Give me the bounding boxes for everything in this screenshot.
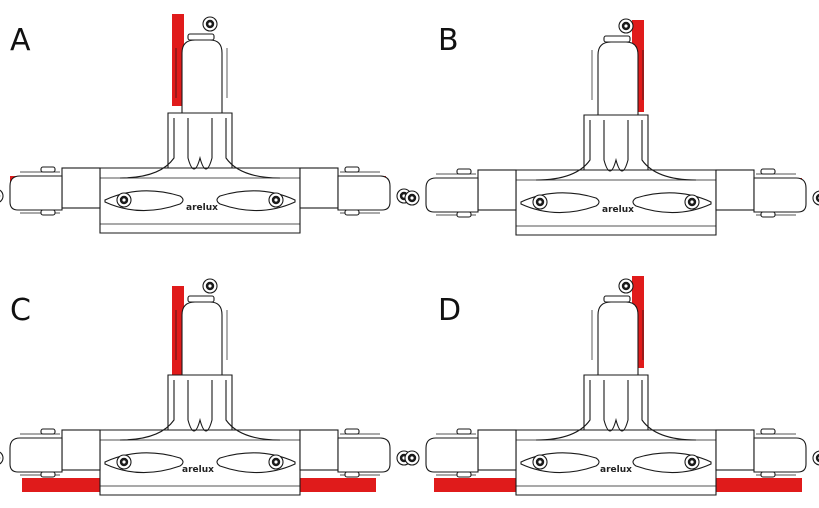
panel-c: C arelux xyxy=(0,279,411,495)
panel-label-b: B xyxy=(438,23,459,58)
vertical-rail-a xyxy=(172,14,184,106)
logo-a: arelux xyxy=(186,203,218,213)
logo-c: arelux xyxy=(182,465,214,475)
logo-b: arelux xyxy=(602,205,634,215)
t-connector-c xyxy=(0,279,411,495)
logo-d: arelux xyxy=(600,465,632,475)
t-connector-d xyxy=(405,279,819,495)
vertical-rail-c xyxy=(172,286,184,376)
panel-d: D arelux xyxy=(405,276,819,495)
panel-a: A arelux xyxy=(0,14,411,233)
t-connector-a xyxy=(0,17,411,233)
t-connector-b xyxy=(405,19,819,235)
panel-b: B arelux xyxy=(405,19,819,235)
panel-label-d: D xyxy=(438,293,461,328)
panel-label-a: A xyxy=(10,23,31,58)
panel-label-c: C xyxy=(10,293,31,328)
